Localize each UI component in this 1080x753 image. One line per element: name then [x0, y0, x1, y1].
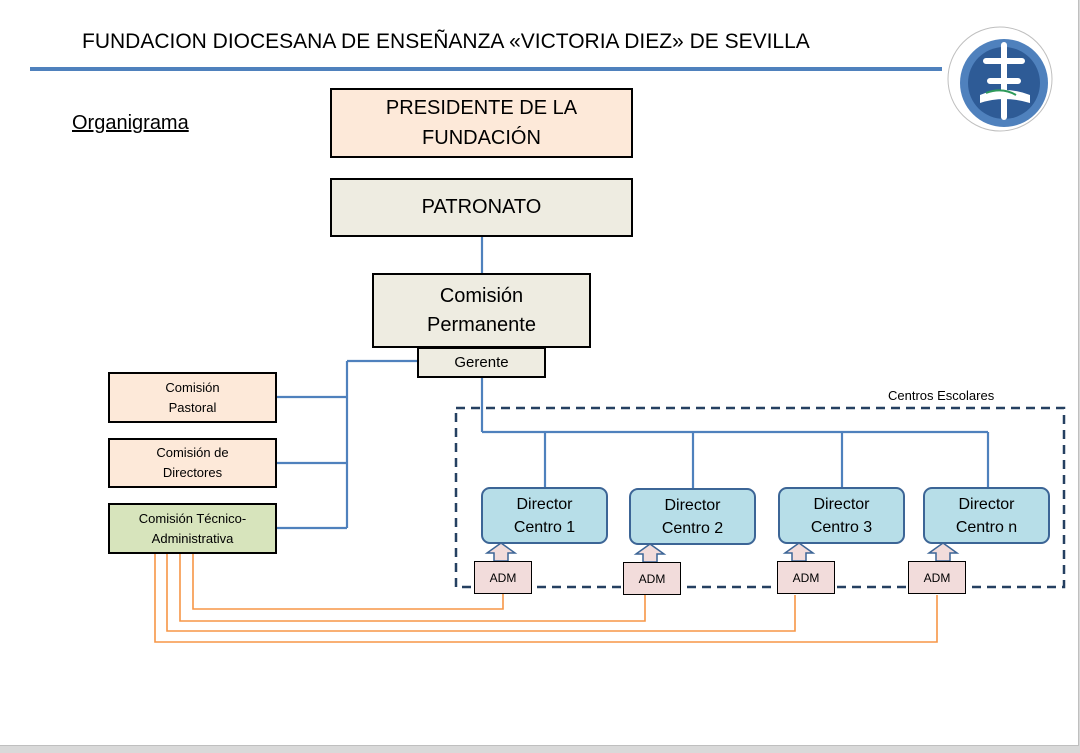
comision-directores-line1: Comisión de — [156, 445, 229, 460]
arrow-adm-2 — [633, 543, 667, 563]
comision-directores-box: Comisión de Directores — [108, 438, 277, 488]
comision-pastoral-line2: Pastoral — [168, 399, 217, 415]
adm-line-3 — [166, 554, 796, 632]
comision-tecnico-box: Comisión Técnico- Administrativa — [108, 503, 277, 554]
organigrama-heading: Organigrama — [72, 112, 189, 134]
patronato-label: PATRONATO — [421, 196, 542, 218]
director-line2: Centro 3 — [810, 518, 873, 536]
adm-label: ADM — [792, 570, 820, 585]
foundation-logo — [947, 26, 1053, 132]
adm-label: ADM — [923, 570, 951, 585]
arrow-adm-4 — [926, 542, 960, 562]
adm-box-1: ADM — [474, 561, 532, 594]
director-line2: Centro 1 — [513, 518, 576, 536]
page-title: FUNDACION DIOCESANA DE ENSEÑANZA «VICTOR… — [82, 30, 810, 53]
adm-box-4: ADM — [908, 561, 966, 594]
presidente-box: PRESIDENTE DE LA FUNDACIÓN — [330, 88, 633, 158]
adm-label: ADM — [638, 571, 666, 586]
adm-box-2: ADM — [623, 562, 681, 595]
adm-box-3: ADM — [777, 561, 835, 594]
director-line1: Director — [516, 495, 573, 513]
comision-directores-line2: Directores — [162, 465, 223, 480]
director-line2: Centro n — [955, 518, 1018, 536]
adm-label: ADM — [489, 570, 517, 585]
comision-tecnico-line2: Administrativa — [151, 530, 234, 546]
presidente-line2: FUNDACIÓN — [422, 127, 541, 149]
director-line1: Director — [813, 495, 870, 513]
centros-escolares-label: Centros Escolares — [888, 388, 995, 403]
comision-permanente-line1: Comisión — [439, 284, 524, 307]
adm-line-1 — [192, 554, 504, 610]
adm-line-4 — [154, 554, 938, 643]
director-line2: Centro 2 — [661, 519, 724, 537]
gerente-box: Gerente — [417, 347, 546, 378]
presidente-line1: PRESIDENTE DE LA — [385, 97, 578, 119]
centros-escolares-frame — [454, 406, 1066, 589]
arrow-adm-1 — [484, 542, 518, 562]
title-divider — [30, 67, 942, 71]
gerente-label: Gerente — [454, 354, 509, 371]
arrow-adm-3 — [782, 542, 816, 562]
comision-permanente-line2: Permanente — [427, 313, 536, 336]
comision-tecnico-line1: Comisión Técnico- — [138, 510, 247, 526]
adm-line-2 — [179, 554, 646, 622]
patronato-box: PATRONATO — [330, 178, 633, 237]
comision-pastoral-line1: Comisión — [165, 379, 220, 395]
director-line1: Director — [958, 495, 1015, 513]
director-line1: Director — [664, 496, 721, 514]
